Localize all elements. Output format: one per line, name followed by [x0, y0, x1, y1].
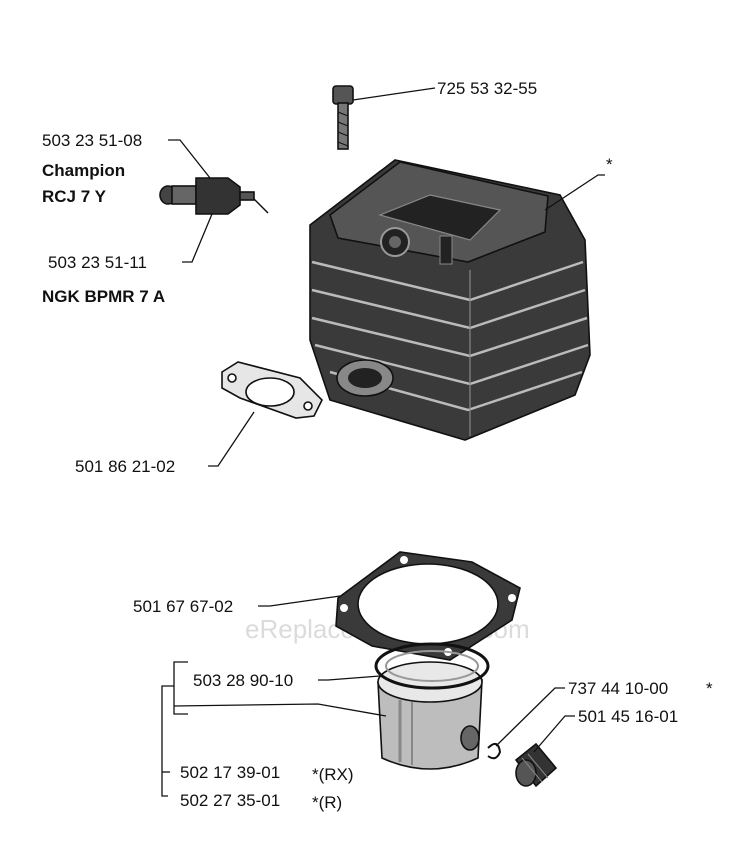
piston-rings-number: 503 28 90-10	[193, 671, 293, 690]
piston-pin-icon	[514, 742, 558, 788]
plug-champion-number: 503 23 51-08	[42, 131, 142, 150]
piston-pin-leader	[533, 715, 575, 753]
base-gasket-leader	[258, 595, 341, 607]
base-gasket-icon	[335, 551, 521, 661]
cylinder-star: *	[606, 155, 613, 174]
plug-champion-brand: Champion	[42, 161, 125, 180]
bolt-leader	[352, 87, 436, 101]
circlip-number: 737 44 10-00	[568, 679, 668, 698]
piston-leader	[173, 703, 387, 717]
piston-r-note: *(R)	[312, 793, 342, 812]
circlip-star: *	[706, 679, 713, 698]
piston-assembly-bracket	[161, 685, 174, 797]
piston-rx-number: 502 17 39-01	[180, 763, 280, 782]
plug-ngk-number: 503 23 51-11	[48, 253, 147, 272]
cylinder-leader	[544, 174, 605, 211]
piston-r-number: 502 27 35-01	[180, 791, 280, 810]
circlip-icon	[487, 742, 502, 760]
piston-pin-number: 501 45 16-01	[578, 707, 678, 726]
piston-rings-leader	[318, 675, 381, 681]
piston-icon	[377, 661, 483, 770]
bolt-part-number: 725 53 32-55	[437, 79, 537, 98]
circlip-leader	[495, 687, 565, 747]
piston-ring-icon	[374, 642, 490, 690]
bolt-icon	[332, 85, 354, 150]
piston-rx-note: *(RX)	[312, 765, 354, 784]
plug-leader-top	[168, 139, 211, 179]
muffler-gasket-number: 501 86 21-02	[75, 457, 175, 476]
piston-bracket	[173, 661, 188, 715]
muffler-gasket-icon	[221, 361, 323, 419]
cylinder-icon	[309, 159, 591, 441]
spark-plug-icon	[159, 177, 269, 215]
plug-leader-bottom	[182, 213, 213, 263]
plug-champion-model: RCJ 7 Y	[42, 187, 107, 206]
base-gasket-number: 501 67 67-02	[133, 597, 233, 616]
muffler-gasket-leader	[208, 411, 255, 467]
plug-ngk-model: NGK BPMR 7 A	[42, 287, 165, 306]
